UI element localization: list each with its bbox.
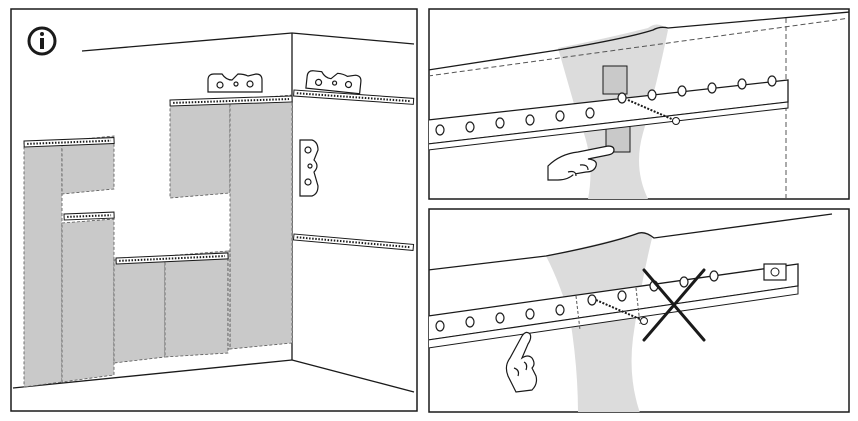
wall-panel (228, 251, 230, 349)
correct-fixing-illustration (428, 8, 850, 200)
wall-panel (165, 251, 228, 357)
wall-panel (62, 219, 114, 382)
rail (64, 212, 114, 220)
incorrect-fixing-illustration (428, 208, 850, 413)
correct-fixing-panel (428, 8, 850, 200)
wall-panel (24, 141, 62, 387)
overview-illustration (10, 8, 418, 412)
mounting-bracket-icon (300, 140, 318, 196)
wall-panel (114, 256, 165, 363)
wall-panel (170, 100, 230, 198)
incorrect-fixing-panel (428, 208, 850, 413)
info-icon (29, 28, 55, 54)
mounting-bracket-icon (208, 74, 262, 92)
wall-panel (230, 95, 292, 349)
overview-panel (10, 8, 418, 412)
